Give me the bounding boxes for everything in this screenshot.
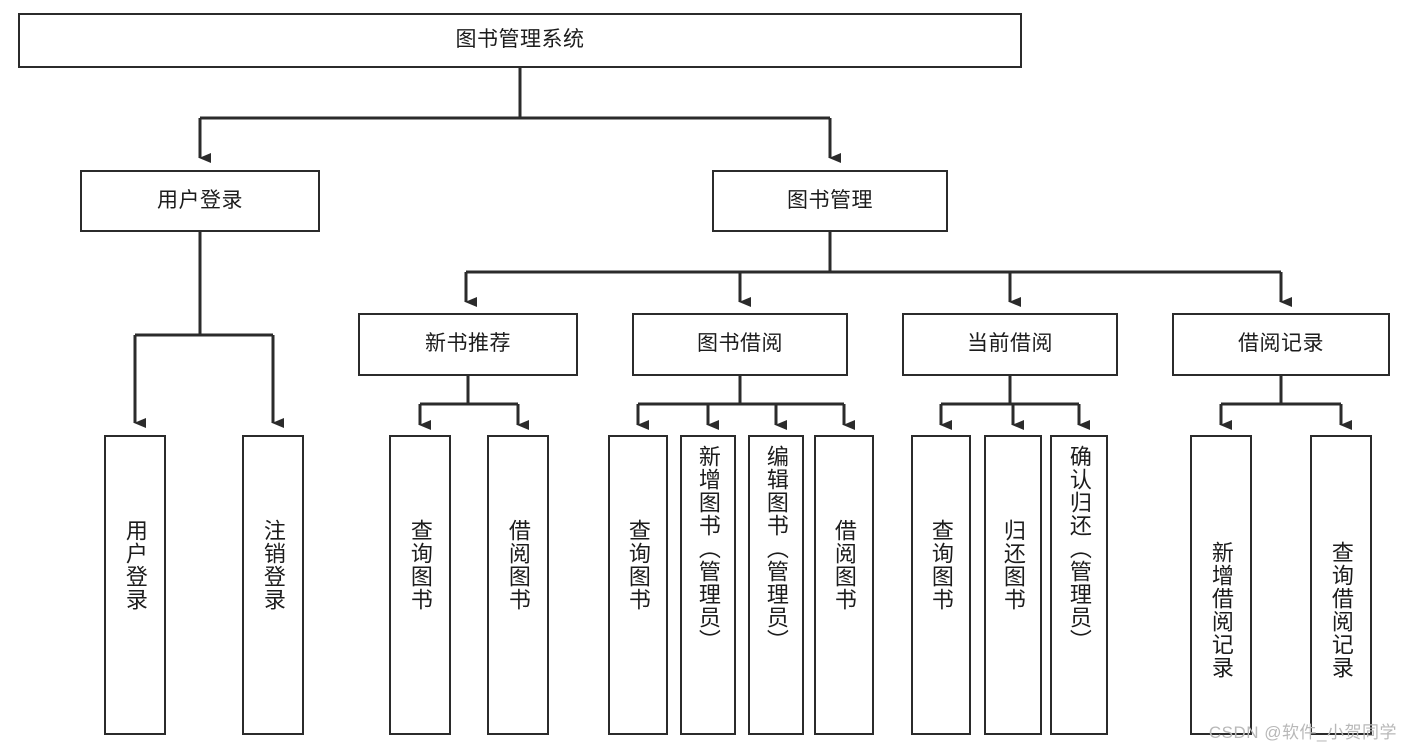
node-root[interactable]: 图书管理系统 (18, 13, 1022, 68)
node-leaf-user-login[interactable]: 用户登录 (104, 435, 166, 735)
node-leaf-edit-book[interactable]: 编辑图书（管理员） (748, 435, 804, 735)
node-user-login[interactable]: 用户登录 (80, 170, 320, 232)
node-leaf-query-book-3-label: 查询图书 (928, 519, 954, 611)
node-leaf-borrow-book-2[interactable]: 借阅图书 (814, 435, 874, 735)
node-book-borrow[interactable]: 图书借阅 (632, 313, 848, 376)
node-leaf-query-record[interactable]: 查询借阅记录 (1310, 435, 1372, 735)
node-leaf-borrow-book-2-label: 借阅图书 (831, 519, 857, 611)
watermark: CSDN @软件_小贺同学 (1208, 723, 1397, 742)
node-leaf-edit-book-label: 编辑图书（管理员） (763, 445, 789, 652)
node-leaf-add-book-label: 新增图书（管理员） (695, 445, 721, 652)
node-new-book-recommend-label: 新书推荐 (425, 332, 511, 356)
node-leaf-query-book-1[interactable]: 查询图书 (389, 435, 451, 735)
node-user-login-label: 用户登录 (157, 188, 243, 212)
node-leaf-return-book-label: 归还图书 (1000, 519, 1026, 611)
node-leaf-confirm-return[interactable]: 确认归还（管理员） (1050, 435, 1108, 735)
node-leaf-add-record-label: 新增借阅记录 (1208, 541, 1234, 679)
node-leaf-user-login-label: 用户登录 (122, 519, 148, 611)
node-leaf-add-record[interactable]: 新增借阅记录 (1190, 435, 1252, 735)
node-leaf-query-record-label: 查询借阅记录 (1328, 541, 1354, 679)
node-book-borrow-label: 图书借阅 (697, 332, 783, 356)
node-leaf-confirm-return-label: 确认归还（管理员） (1066, 445, 1092, 652)
node-borrow-record[interactable]: 借阅记录 (1172, 313, 1390, 376)
node-new-book-recommend[interactable]: 新书推荐 (358, 313, 578, 376)
node-leaf-return-book[interactable]: 归还图书 (984, 435, 1042, 735)
node-borrow-record-label: 借阅记录 (1238, 332, 1324, 356)
node-leaf-logout-label: 注销登录 (260, 519, 286, 611)
node-book-manage-label: 图书管理 (787, 188, 873, 212)
node-root-label: 图书管理系统 (455, 28, 585, 52)
node-leaf-query-book-2[interactable]: 查询图书 (608, 435, 668, 735)
node-leaf-borrow-book-1-label: 借阅图书 (505, 519, 531, 611)
node-leaf-query-book-3[interactable]: 查询图书 (911, 435, 971, 735)
node-leaf-query-book-2-label: 查询图书 (625, 519, 651, 611)
node-current-borrow[interactable]: 当前借阅 (902, 313, 1118, 376)
node-current-borrow-label: 当前借阅 (967, 332, 1053, 356)
node-book-manage[interactable]: 图书管理 (712, 170, 948, 232)
node-leaf-borrow-book-1[interactable]: 借阅图书 (487, 435, 549, 735)
node-leaf-logout[interactable]: 注销登录 (242, 435, 304, 735)
node-leaf-add-book[interactable]: 新增图书（管理员） (680, 435, 736, 735)
node-leaf-query-book-1-label: 查询图书 (407, 519, 433, 611)
